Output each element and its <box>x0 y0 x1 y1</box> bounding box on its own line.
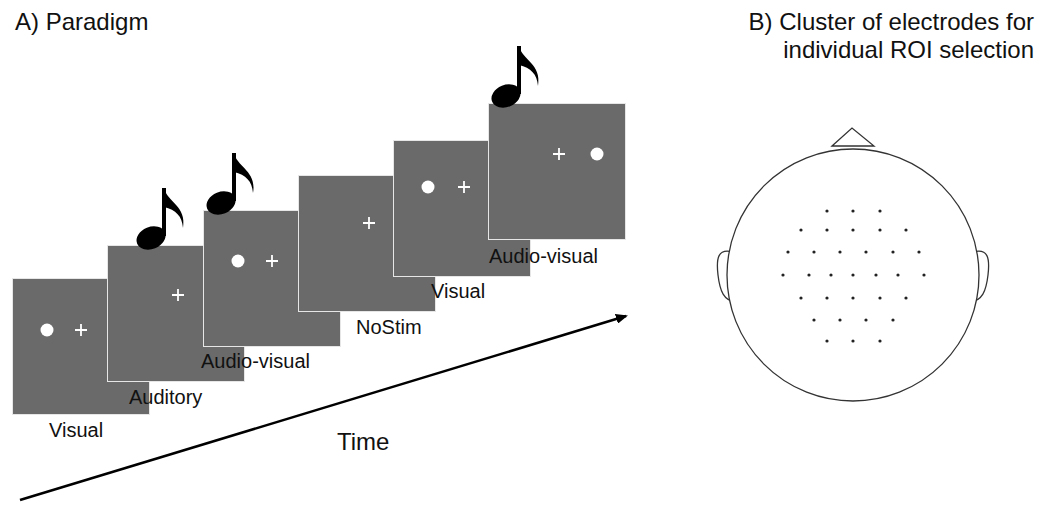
condition-label: Auditory <box>129 386 202 409</box>
electrode <box>878 339 881 342</box>
head-outline <box>717 128 988 401</box>
visual-dot <box>591 148 604 161</box>
electrode <box>851 273 854 276</box>
electrode <box>812 250 815 253</box>
fixation-cross <box>363 217 375 229</box>
stimulus-frame: Audio-visual <box>488 103 626 240</box>
visual-dot <box>41 324 54 337</box>
fixation-cross <box>266 255 278 267</box>
electrode <box>864 318 867 321</box>
electrode <box>922 273 925 276</box>
electrode <box>878 296 881 299</box>
electrode <box>891 318 894 321</box>
electrode <box>799 228 802 231</box>
fixation-cross <box>553 148 565 160</box>
condition-label: Visual <box>431 280 485 303</box>
music-note <box>488 46 539 112</box>
music-note <box>133 188 184 254</box>
electrode <box>851 296 854 299</box>
condition-label: Audio-visual <box>201 350 310 373</box>
electrode <box>874 273 877 276</box>
condition-label: Audio-visual <box>489 245 598 268</box>
electrode <box>896 273 899 276</box>
electrode <box>917 250 920 253</box>
music-note <box>203 153 254 219</box>
electrode <box>838 250 841 253</box>
fixation-cross <box>172 289 184 301</box>
frame-art <box>489 104 627 241</box>
visual-dot <box>232 255 245 268</box>
condition-label: NoStim <box>356 316 422 339</box>
condition-label: Visual <box>49 419 103 442</box>
electrode <box>838 318 841 321</box>
electrode-dots <box>781 209 925 342</box>
electrode <box>825 209 828 212</box>
electrode <box>878 228 881 231</box>
electrode <box>825 296 828 299</box>
electrode <box>878 209 881 212</box>
electrode <box>812 318 815 321</box>
electrode <box>904 228 907 231</box>
electrode <box>786 250 789 253</box>
fixation-cross <box>75 324 87 336</box>
fixation-cross <box>458 181 470 193</box>
electrode <box>851 209 854 212</box>
electrode <box>807 273 810 276</box>
electrode <box>851 228 854 231</box>
electrode <box>851 339 854 342</box>
electrode <box>904 296 907 299</box>
panel-title: B) Cluster of electrodes for individual … <box>664 8 1034 64</box>
electrode <box>864 250 867 253</box>
electrode <box>891 250 894 253</box>
electrode <box>799 296 802 299</box>
electrode <box>825 228 828 231</box>
electrode <box>781 273 784 276</box>
electrode <box>825 339 828 342</box>
panel-title: A) Paradigm <box>15 8 148 36</box>
axis-label: Time <box>337 428 389 456</box>
visual-dot <box>422 181 435 194</box>
electrode <box>829 273 832 276</box>
